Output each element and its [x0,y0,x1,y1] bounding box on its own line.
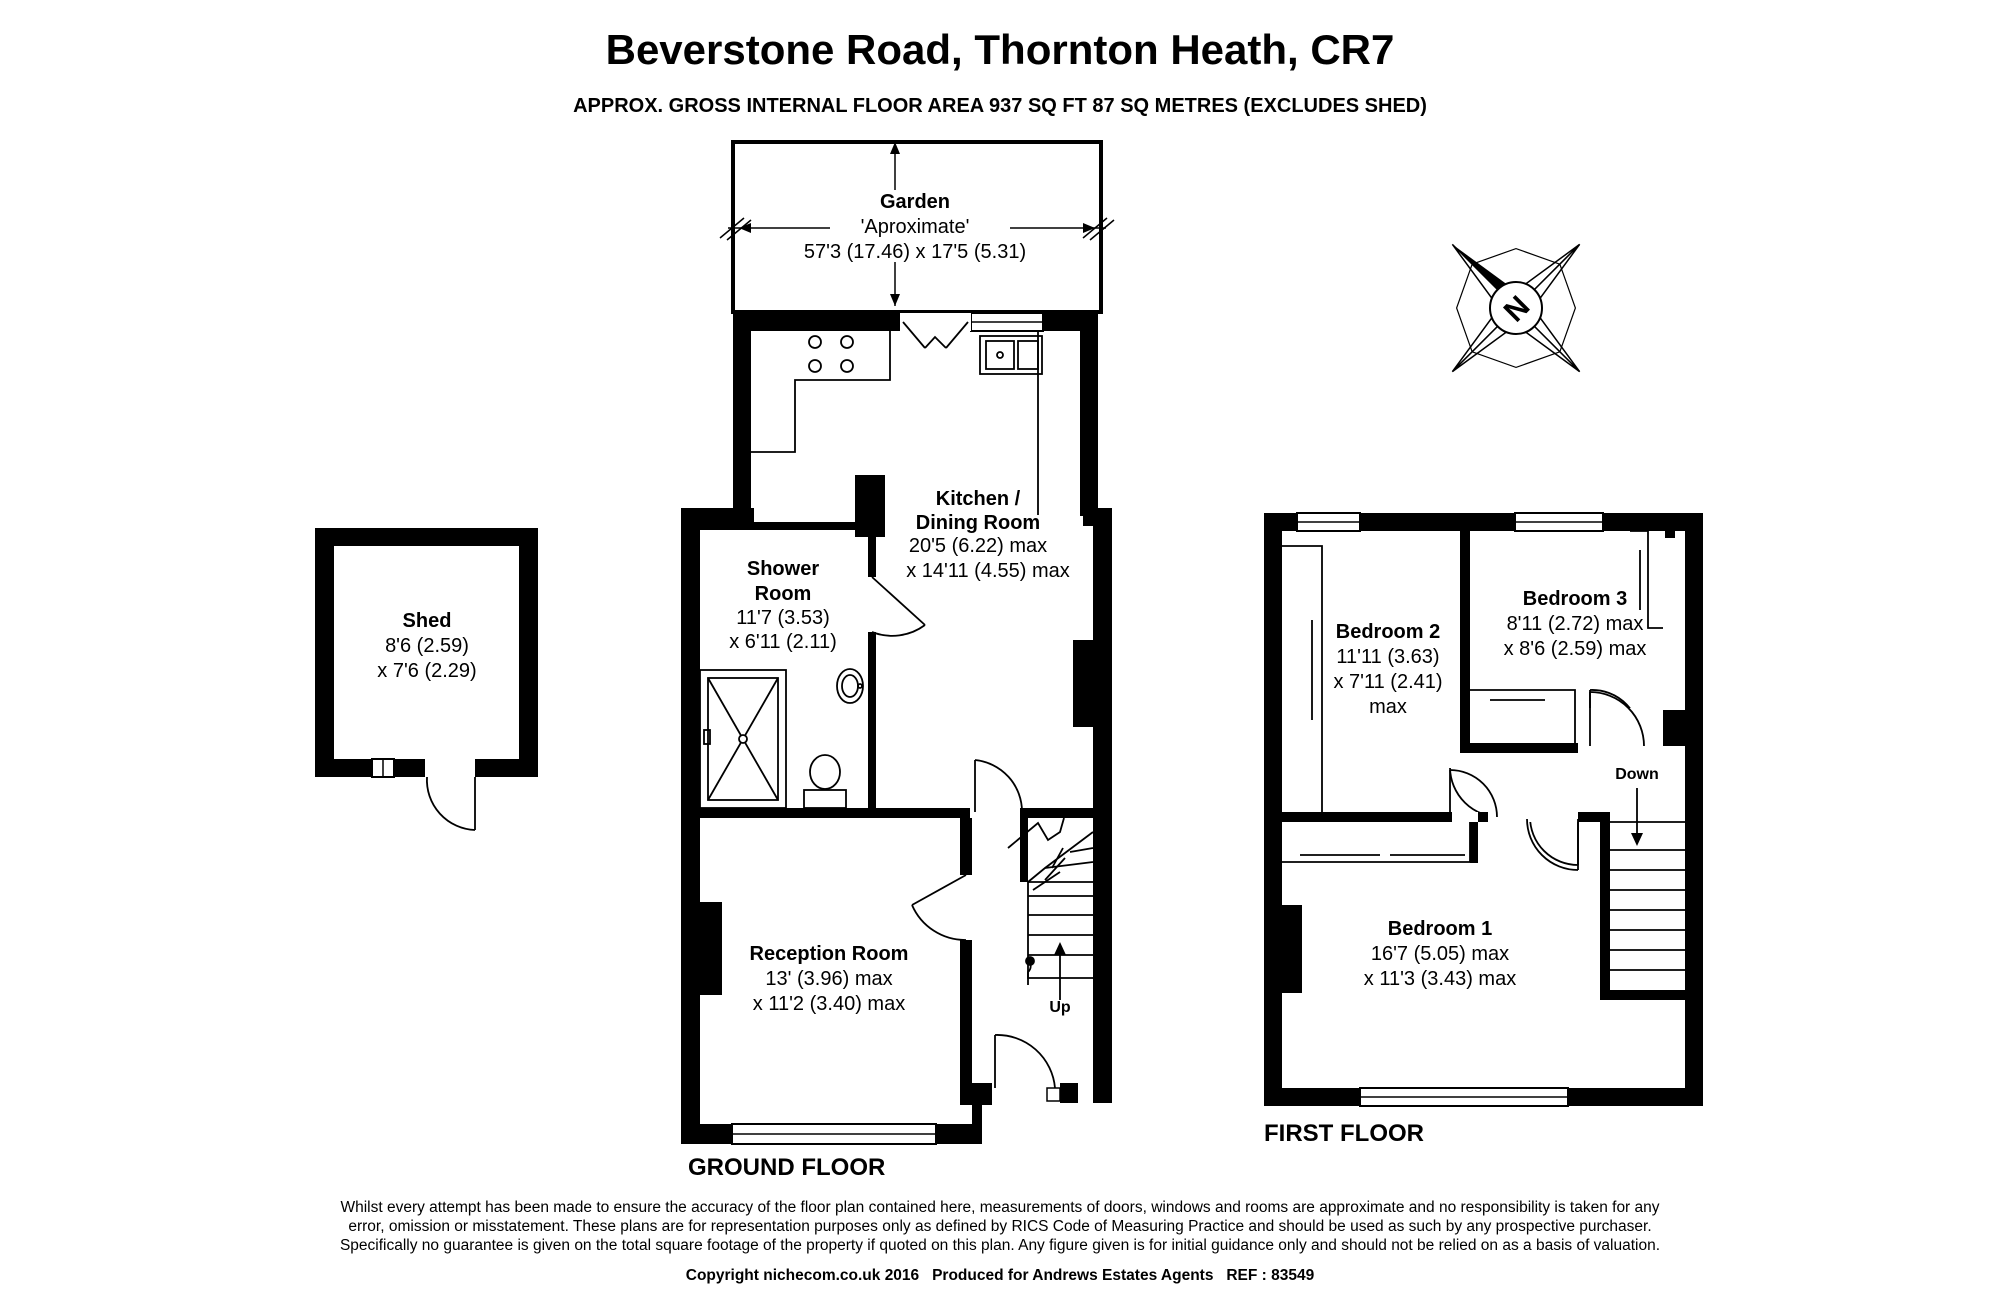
garden-dimensions: 57'3 (17.46) x 17'5 (5.31) [804,241,1026,263]
bedroom1-dimensions-line2: x 11'3 (3.43) max [1364,968,1516,990]
floor-area-subtitle: APPROX. GROSS INTERNAL FLOOR AREA 937 SQ… [573,95,1427,117]
reception-dimensions-line1: 13' (3.96) max [765,968,892,990]
garden: Garden 'Aproximate' 57'3 (17.46) x 17'5 … [719,140,1115,314]
stairs-down-label: Down [1615,766,1659,783]
kitchen-name-line1: Kitchen / [936,488,1021,510]
bedroom3-dimensions-line2: x 8'6 (2.59) max [1504,638,1647,660]
kitchen-name-line2: Dining Room [916,512,1040,534]
ground-floor-label: GROUND FLOOR [688,1154,885,1181]
kitchen-dimensions-line2: x 14'11 (4.55) max [906,560,1070,582]
shower-name-line1: Shower [747,558,819,580]
garden-note: 'Aproximate' [861,216,970,238]
shed-dimensions-line1: 8'6 (2.59) [385,635,469,657]
first-floor: Down Bedroom 3 8'11 (2.72) max x 8'6 (2.… [1264,512,1703,1147]
bedroom1-name: Bedroom 1 [1388,918,1492,940]
bedroom2-dimensions-line1: 11'11 (3.63) [1336,646,1439,668]
shower-dimensions-line1: 11'7 (3.53) [736,607,830,629]
shower-name-line2: Room [755,583,812,605]
bedroom3-dimensions-line1: 8'11 (2.72) max [1507,613,1644,635]
garden-name: Garden [880,191,950,213]
disclaimer: Whilst every attempt has been made to en… [340,1199,1660,1254]
disclaimer-line2: error, omission or misstatement. These p… [348,1218,1651,1235]
shed: Shed 8'6 (2.59) x 7'6 (2.29) [315,528,538,831]
bedroom1-dimensions-line1: 16'7 (5.05) max [1371,943,1509,965]
shed-dimensions-line2: x 7'6 (2.29) [377,660,476,682]
bedroom2-name: Bedroom 2 [1336,621,1440,643]
disclaimer-line1: Whilst every attempt has been made to en… [340,1199,1659,1216]
shower-dimensions-line2: x 6'11 (2.11) [729,631,837,653]
shed-name: Shed [403,610,452,632]
ground-floor: Up Kitchen / Dining Room 20'5 (6.22) max… [681,312,1112,1181]
copyright: Copyright nichecom.co.uk 2016 Produced f… [686,1267,1315,1284]
reception-name: Reception Room [750,943,909,965]
bedroom2-dimensions-line3: max [1369,696,1407,718]
reception-dimensions-line2: x 11'2 (3.40) max [753,993,905,1015]
first-floor-label: FIRST FLOOR [1264,1120,1424,1147]
kitchen-dimensions-line1: 20'5 (6.22) max [909,535,1047,557]
stairs-up-label: Up [1049,999,1071,1016]
bedroom3-name: Bedroom 3 [1523,588,1627,610]
compass-icon [1451,243,1581,373]
bedroom2-dimensions-line2: x 7'11 (2.41) [1333,671,1442,693]
disclaimer-line3: Specifically no guarantee is given on th… [340,1237,1660,1254]
page-title: Beverstone Road, Thornton Heath, CR7 [606,26,1395,73]
